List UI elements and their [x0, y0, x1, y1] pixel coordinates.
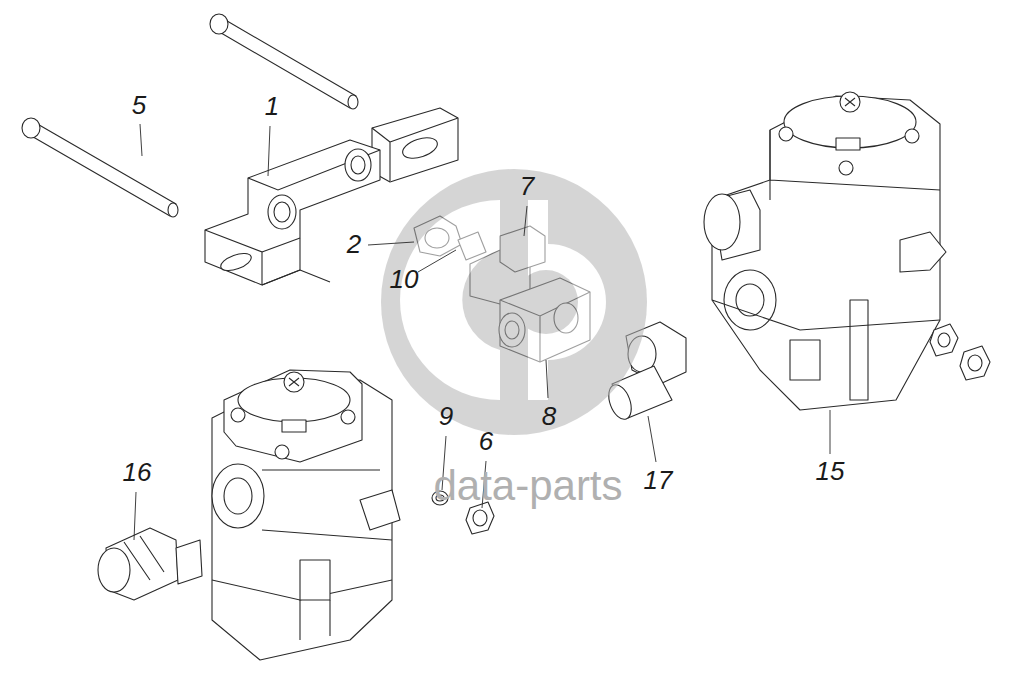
callout-number: 16 — [123, 458, 152, 488]
callout-number: 8 — [542, 402, 556, 432]
callout-number: 5 — [132, 91, 146, 121]
callout-number: 6 — [479, 427, 493, 457]
callout-number: 2 — [347, 230, 361, 260]
rod — [22, 118, 178, 217]
callout-number: 9 — [439, 402, 453, 432]
fitting — [98, 528, 202, 600]
callout-number: 10 — [390, 265, 419, 295]
rod — [210, 14, 358, 109]
callout-number: 1 — [265, 92, 279, 122]
callout-number: 15 — [816, 457, 845, 487]
watermark-logo — [381, 169, 647, 435]
nut — [930, 324, 958, 356]
watermark-text: data-parts — [433, 462, 622, 510]
leader-lines — [134, 124, 830, 540]
valve — [704, 92, 946, 410]
callout-number: 17 — [644, 466, 673, 496]
valve — [212, 370, 400, 660]
nut — [960, 346, 990, 380]
callout-number: 7 — [520, 172, 534, 202]
